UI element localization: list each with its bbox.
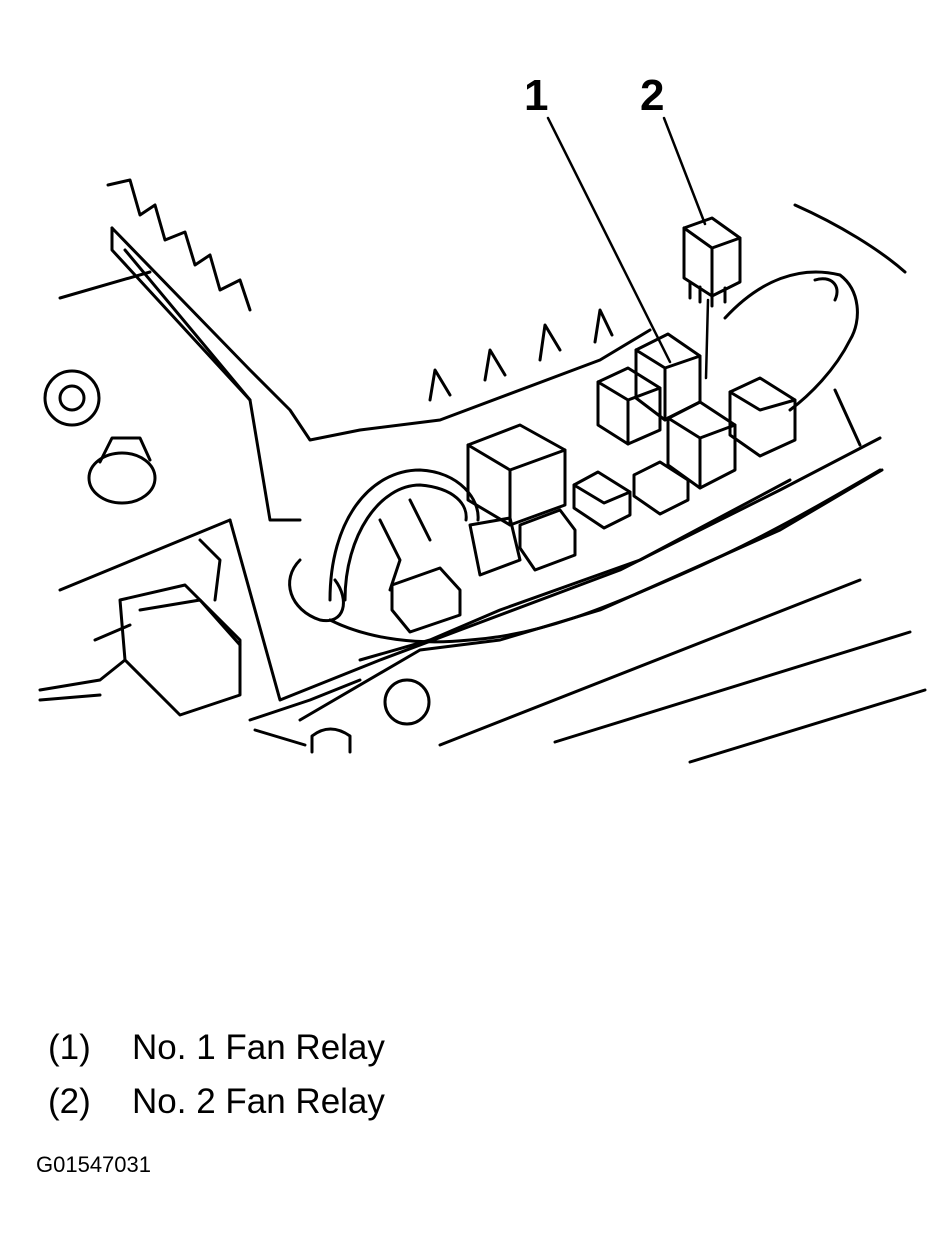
relay-mid (596, 366, 662, 446)
leader-line-2 (662, 116, 707, 226)
clip-bottom (310, 727, 352, 754)
mounting-hole (383, 678, 431, 726)
fuse-small-b (632, 460, 690, 516)
relay-far-right (728, 376, 797, 458)
harness-connector (38, 538, 242, 717)
callout-leaders (546, 116, 710, 380)
body-panel-lines (58, 203, 927, 764)
fuse-small-a (572, 470, 632, 530)
legend-label-1: No. 1 Fan Relay (132, 1028, 385, 1067)
fender-edge (723, 270, 859, 412)
relay-large-center (466, 423, 567, 527)
stud-left (87, 436, 157, 505)
legend-label-2: No. 2 Fan Relay (132, 1082, 385, 1121)
legend-key-1: (1) (48, 1028, 91, 1067)
relay-box-tray (106, 178, 884, 722)
relay-fan-no2-removed (682, 216, 742, 308)
box-teeth (428, 308, 614, 402)
leader-line-1 (546, 116, 672, 364)
relay-front-right (666, 400, 737, 490)
tray-connectors (390, 508, 577, 634)
wire-harness (288, 468, 882, 644)
figure-id: G01547031 (36, 1152, 151, 1177)
callout-1: 1 (524, 71, 549, 120)
legend-item-2: (2) No. 2 Fan Relay (48, 1082, 385, 1136)
callout-2: 2 (640, 71, 665, 120)
mounting-boss-left (43, 369, 101, 427)
legend-item-1: (1) No. 1 Fan Relay (48, 1028, 385, 1082)
legend-key-2: (2) (48, 1082, 91, 1121)
legend: (1) No. 1 Fan Relay (2) No. 2 Fan Relay (48, 1028, 385, 1136)
relay-box-illustration (38, 116, 927, 764)
leader-line-2b (704, 298, 710, 380)
fender-bolt (813, 277, 839, 302)
